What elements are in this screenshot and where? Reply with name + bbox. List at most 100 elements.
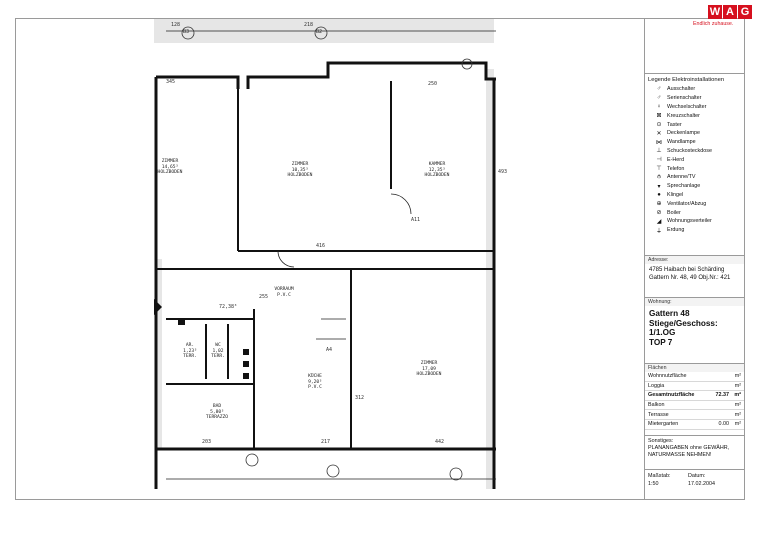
address-header: Adresse: [645, 256, 744, 264]
dimension-label: A11 [411, 217, 421, 223]
apartment-name: Gattern 48 [649, 309, 690, 318]
scale-label: Maßstab: [648, 473, 671, 479]
dimension-label: 203 [202, 439, 212, 445]
area-name: Terrasse [648, 411, 669, 418]
legend-item: ⊕ Ventilator/Abzug [645, 199, 744, 208]
area-name: Balkon [648, 402, 665, 409]
legend-item-label: Wohnungsverteiler [667, 218, 712, 225]
date-value: 17.02.2004 [688, 481, 715, 487]
legend-title: Legende Elektroinstallationen [648, 77, 725, 83]
fan-icon: ⊕ [656, 201, 662, 208]
changeover-switch-icon: ♀ [656, 103, 662, 110]
legend-item-label: Taster [667, 121, 682, 128]
legend-item: ⊘Boiler [645, 208, 744, 217]
legend-item-label: Telefon [667, 165, 685, 172]
bell-icon: ● [657, 191, 661, 198]
series-switch-icon: ♂ [656, 95, 662, 102]
legend-item-label: Sprechanlage [667, 183, 701, 190]
notes-line: NATURMASSE NEHMEN! [648, 452, 712, 458]
scale-section: Maßstab: Datum: 1:50 17.02.2004 [645, 469, 744, 499]
legend-item: ♂ Ausschalter [645, 85, 744, 94]
legend-item: ◢ Wohnungsverteiler [645, 217, 744, 226]
area-name: Wohnnutzfläche [648, 373, 687, 380]
legend-item-label: Wandlampe [667, 139, 696, 146]
area-row: Loggia m² [645, 382, 744, 392]
address-section: Adresse: 4785 Haibach bei Schärding Gatt… [645, 255, 744, 297]
ground-icon: ⏚ [655, 228, 662, 235]
socket-icon: ⊥ [656, 148, 662, 155]
legend-item-label: Erdung [667, 227, 685, 234]
area-row: Wohnnutzfläche m² [645, 372, 744, 382]
legend-item-label: Schuckosteckdose [667, 147, 712, 154]
apartment-section: Wohnung: Gattern 48 Stiege/Geschoss: 1/1… [645, 297, 744, 363]
distribution-board-icon: ◢ [656, 218, 662, 225]
dimension-label: 72,38³ [219, 304, 238, 310]
notes-line: PLANANGABEN ohne GEWÄHR, [648, 445, 730, 451]
area-unit: m² [734, 421, 741, 428]
area-unit: m² [734, 382, 741, 389]
legend-item-label: Klingel [667, 191, 684, 198]
legend-item-label: Ventilator/Abzug [667, 200, 707, 207]
area-unit: m² [734, 402, 741, 409]
area-unit: m² [734, 373, 741, 380]
legend-item: ♂ Serienschalter [645, 94, 744, 103]
legend-item-label: Serienschalter [667, 95, 702, 102]
legend-item: ♀ Wechselschalter [645, 103, 744, 112]
legend-item-label: Kreuzschalter [667, 112, 700, 119]
area-name: Mietergarten [648, 421, 679, 428]
button-icon: ⊙ [656, 122, 662, 129]
apartment-header: Wohnung: [645, 298, 744, 306]
area-name: Gesamtnutzfläche [648, 392, 695, 399]
legend-list: ♂ Ausschalter ♂ Serienschalter ♀ Wechselschal… [645, 85, 744, 235]
legend-item: ⋈Wandlampe [645, 138, 744, 147]
dimension-label: B2 [316, 29, 323, 35]
area-name: Loggia [648, 382, 665, 389]
apartment-floor: 1/1.OG [649, 328, 676, 338]
legend-item-label: Ausschalter [667, 86, 696, 93]
dimension-label: 493 [498, 169, 508, 175]
legend-item: ● Klingel [645, 191, 744, 200]
legend-item-label: Boiler [667, 209, 681, 216]
legend-item: ⊤ Telefon [645, 164, 744, 173]
legend-item: ⫛ Antenne/TV [645, 173, 744, 182]
dimension-label: B3 [183, 29, 190, 35]
phone-icon: ⊤ [656, 166, 662, 173]
legend-item: ⊠Kreuzschalter [645, 111, 744, 120]
dimension-label: 250 [428, 81, 438, 87]
notes-header: Sonstiges: [648, 438, 674, 444]
area-unit: m² [734, 392, 741, 399]
address-line: 4785 Haibach bei Schärding [649, 267, 725, 273]
legend-item-label: Antenne/TV [667, 174, 696, 181]
area-row: Balkon m² [645, 401, 744, 411]
dimension-label: 255 [259, 294, 269, 300]
dimension-label: 128 [171, 22, 181, 28]
switch-icon: ♂ [656, 86, 662, 93]
antenna-icon: ⫛ [657, 173, 661, 180]
legend-item: ⊙ Taster [645, 120, 744, 129]
intercom-icon: ▾ [657, 183, 661, 190]
area-unit: m² [734, 411, 741, 418]
legend-item: ⏚ Erdung [645, 226, 744, 235]
legend-item-label: Deckenlampe [667, 130, 700, 137]
date-label: Datum: [688, 473, 706, 479]
floor-plan-drawing [16, 19, 644, 499]
dimension-label: 217 [321, 439, 331, 445]
area-row: Terrasse m² [645, 410, 744, 420]
apartment-top: TOP 7 [649, 337, 673, 347]
legend-section: Legende Elektroinstallationen ♂ Ausschalt… [645, 73, 744, 251]
legend-item-label: Wechselschalter [667, 103, 707, 110]
ceiling-lamp-icon: ✕ [656, 130, 662, 137]
dimension-label: 442 [435, 439, 445, 445]
